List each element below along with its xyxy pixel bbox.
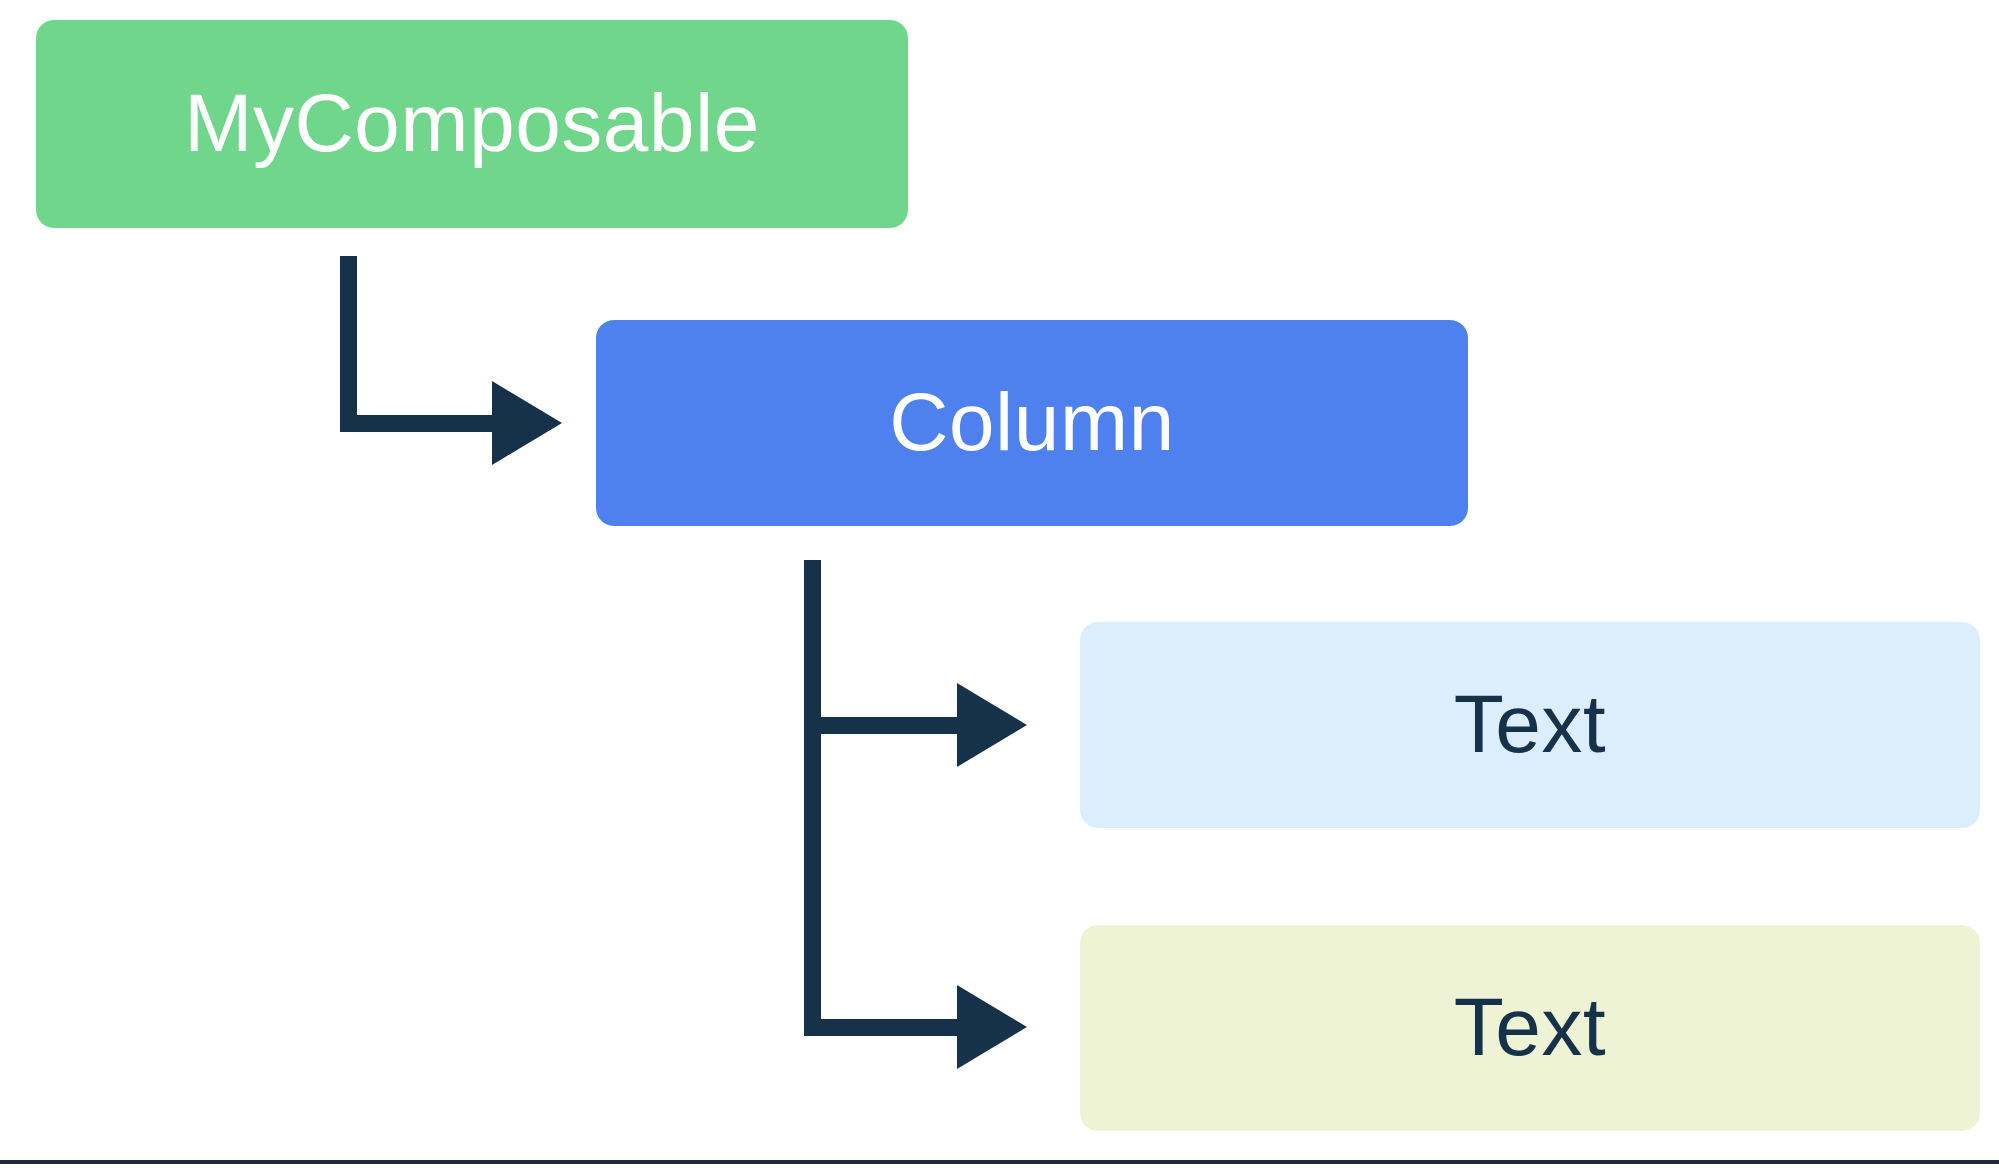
- edge-column-trunk: [804, 560, 821, 1036]
- edge-column-to-text-2-horizontal: [804, 1019, 957, 1036]
- edge-column-to-text-1-arrowhead: [957, 683, 1027, 767]
- edge-column-to-text-1-horizontal: [804, 717, 957, 734]
- edge-root-to-column-horizontal: [340, 415, 492, 432]
- edge-root-to-column: [340, 256, 562, 465]
- edge-column-to-text-1: [804, 683, 1027, 767]
- node-mycomposable[interactable]: MyComposable: [36, 20, 908, 228]
- node-text-primary-label: Text: [1453, 679, 1607, 770]
- node-text-secondary-label: Text: [1453, 982, 1607, 1073]
- node-text-secondary[interactable]: Text: [1080, 925, 1980, 1131]
- edge-column-to-text-2-arrowhead: [957, 985, 1027, 1069]
- bottom-divider: [0, 1160, 1999, 1164]
- node-column-label: Column: [889, 377, 1175, 468]
- edge-column-to-text-2: [804, 985, 1027, 1069]
- node-text-primary[interactable]: Text: [1080, 622, 1980, 828]
- node-column[interactable]: Column: [596, 320, 1468, 526]
- edge-root-to-column-vertical: [340, 256, 357, 432]
- edge-root-to-column-arrowhead: [492, 381, 562, 465]
- node-mycomposable-label: MyComposable: [184, 78, 760, 169]
- edge-column-trunk-vertical: [804, 560, 821, 1036]
